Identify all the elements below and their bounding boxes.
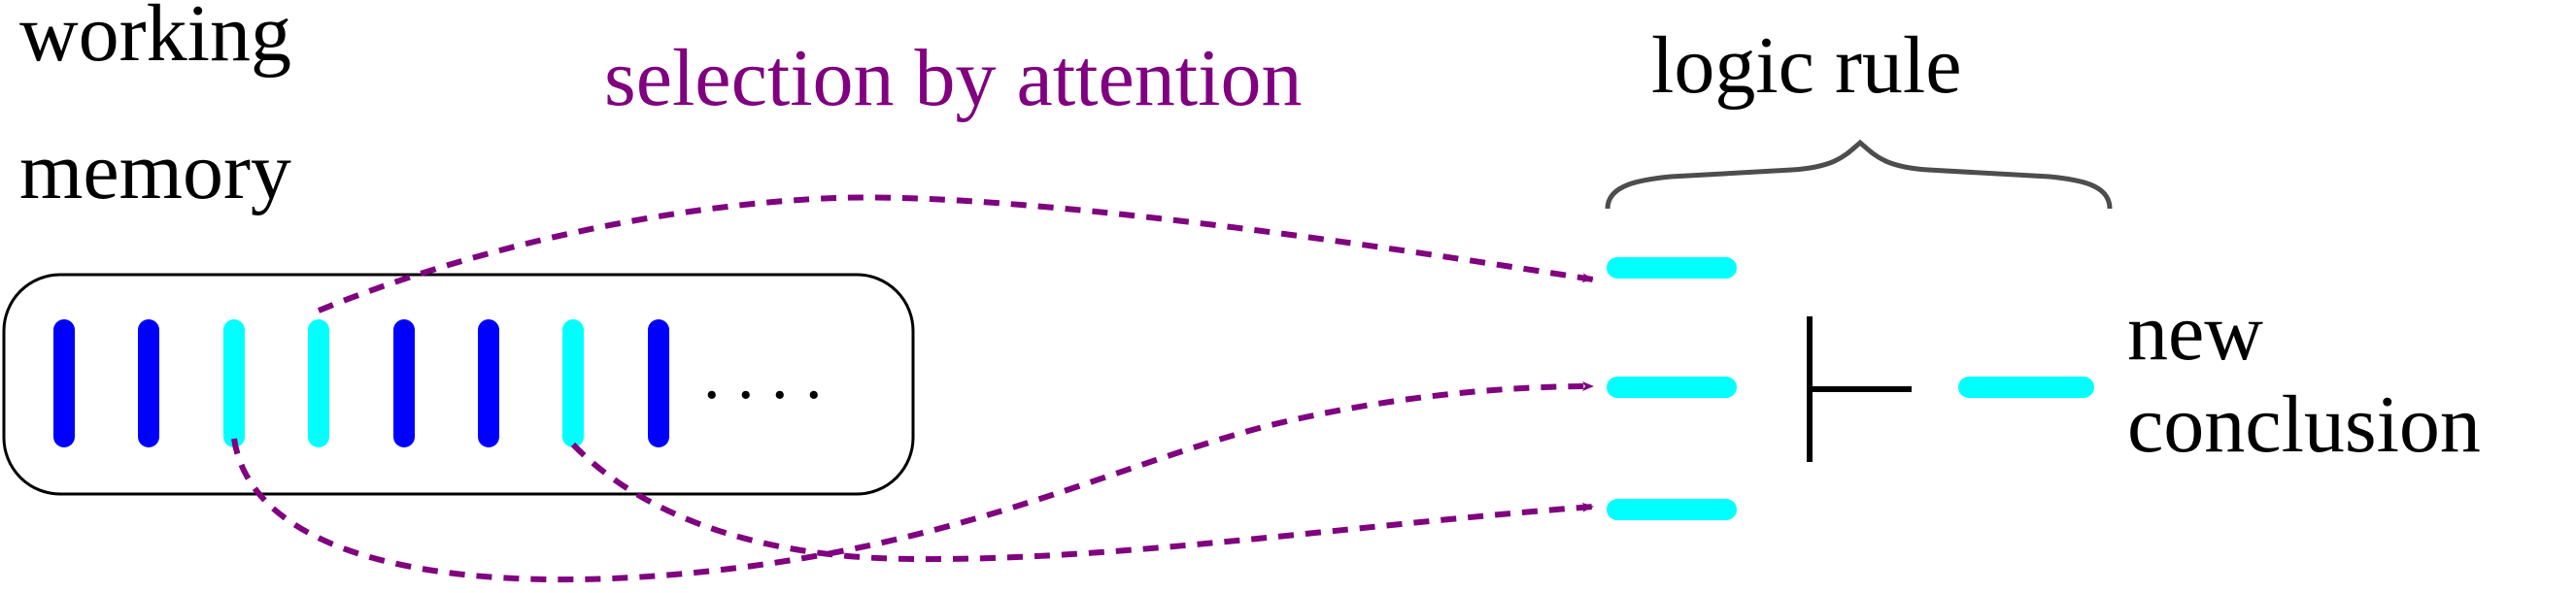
- attention-arrow-item7: [570, 442, 1594, 563]
- selection-by-attention-label: selection by attention: [604, 33, 1302, 123]
- conclusion-label: conclusion: [2127, 379, 2481, 470]
- turnstile-symbol: [1807, 316, 1912, 462]
- ellipsis: . . . .: [703, 339, 823, 413]
- logic-rule-brace: [1605, 139, 2113, 210]
- attention-arrow-item4: [317, 194, 1594, 313]
- memory-items: [53, 319, 669, 447]
- logic-rule-label: logic rule: [1651, 20, 1962, 111]
- working-memory-box: [2, 273, 915, 496]
- working-memory-label-line2: memory: [19, 126, 291, 216]
- working-memory-label-line1: working: [19, 0, 291, 79]
- rule-premises: [1607, 257, 1737, 520]
- new-label: new: [2127, 287, 2263, 378]
